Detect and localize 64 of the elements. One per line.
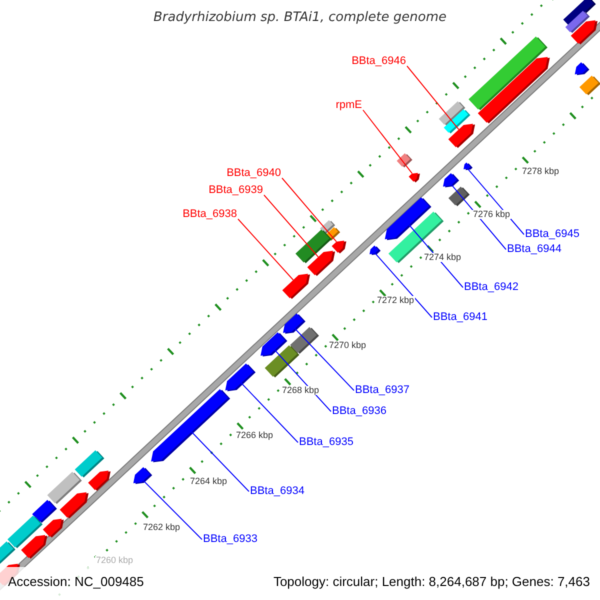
- leader-line: [240, 382, 298, 443]
- scale-label: 7270 kbp: [328, 341, 368, 350]
- leader-line: [274, 350, 332, 412]
- gene-feature: [225, 364, 256, 392]
- gene-feature: [370, 246, 381, 256]
- gene-feature: [295, 230, 332, 264]
- gene-label: BBta_6942: [464, 282, 518, 293]
- scale-label: 7262 kbp: [142, 523, 182, 532]
- gene-label: BBta_6938: [182, 209, 237, 220]
- leader-line: [264, 194, 319, 258]
- gene-feature: [396, 153, 412, 168]
- gene-feature: [478, 56, 550, 124]
- gene-feature: [151, 389, 230, 462]
- leader-line: [282, 178, 337, 242]
- gene-feature: [448, 186, 470, 206]
- gene-feature: [290, 326, 320, 354]
- gene-feature: [264, 345, 300, 378]
- gene-feature: [443, 173, 460, 188]
- accession-text: Accession: NC_009485: [8, 575, 144, 588]
- gene-label: BBta_6946: [352, 56, 406, 67]
- leader-line: [468, 168, 524, 235]
- gene-feature: [332, 240, 346, 254]
- gene-feature: [0, 541, 16, 564]
- gene-feature: [282, 274, 310, 300]
- gene-feature: [42, 518, 64, 538]
- gene-feature: [88, 470, 111, 491]
- leader-line: [191, 431, 250, 492]
- gene-feature: [133, 467, 152, 484]
- gene-label: BBta_6940: [226, 168, 281, 179]
- scale-label: 7264 kbp: [189, 477, 228, 486]
- scale-label: 7266 kbp: [235, 431, 274, 440]
- gene-feature: [570, 20, 598, 45]
- gene-feature: [60, 492, 89, 519]
- scale-label: 7268 kbp: [281, 386, 320, 395]
- leader-line: [406, 66, 460, 130]
- leader-line: [294, 328, 354, 391]
- leader-line: [142, 480, 202, 540]
- scale-label: 7274 kbp: [423, 253, 462, 262]
- gene-label: BBta_6936: [332, 406, 386, 417]
- gene-feature: [464, 162, 473, 170]
- gene-label: BBta_6945: [525, 229, 580, 240]
- gene-feature: [444, 109, 470, 134]
- leader-line: [374, 252, 432, 318]
- gene-label: BBta_6941: [433, 312, 488, 323]
- gene-feature: [21, 535, 48, 559]
- gene-label: rpmE: [336, 100, 362, 111]
- gene-label: BBta_6934: [250, 486, 304, 497]
- scale-label: 7260 kbp: [95, 556, 134, 565]
- gene-label: BBta_6937: [355, 385, 410, 396]
- scale-label: 7272 kbp: [376, 296, 416, 305]
- gene-label: BBta_6944: [507, 244, 562, 255]
- gene-feature: [574, 62, 590, 76]
- gene-feature: [408, 172, 420, 182]
- genome-info-text: Topology: circular; Length: 8,264,687 bp; Genes: 7,463: [273, 575, 590, 588]
- title: Bradyrhizobium sp. BTAi1, complete genome: [152, 11, 448, 24]
- gene-feature: [283, 313, 306, 334]
- gene-label: BBta_6935: [299, 437, 354, 448]
- leader-line: [408, 224, 464, 288]
- gene-label: BBta_6939: [208, 185, 263, 196]
- scale-label: 7276 kbp: [472, 210, 512, 219]
- scale-label: 7278 kbp: [521, 167, 560, 176]
- gene-label: BBta_6933: [203, 534, 258, 545]
- gene-feature: [579, 76, 600, 96]
- leader-line: [238, 218, 294, 280]
